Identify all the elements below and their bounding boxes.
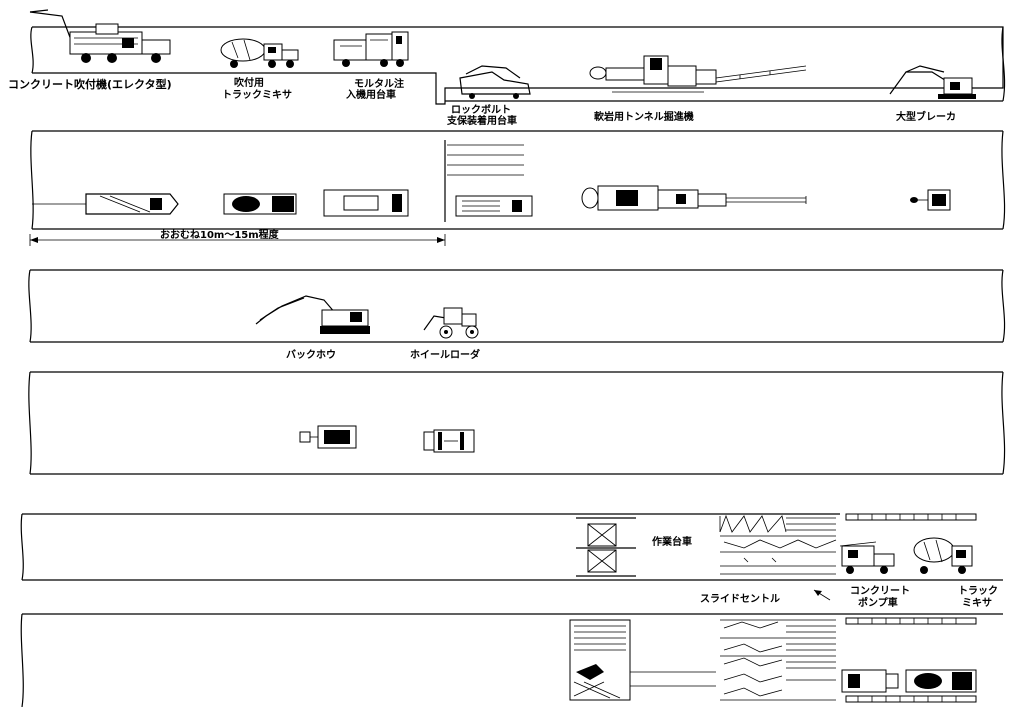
tunnel-row-1 xyxy=(30,26,1006,105)
label-wheel-loader: ホイールローダ xyxy=(410,348,480,361)
dimension-line xyxy=(29,234,446,246)
rail-track-top xyxy=(845,513,977,521)
tunnel-boring-machine-plan-icon xyxy=(581,185,807,211)
label-work-cart: 作業台車 xyxy=(652,535,692,548)
tunnel-row-3 xyxy=(28,269,1006,343)
tunnel-row-6 xyxy=(20,613,1003,707)
slide-central-icon xyxy=(719,514,837,575)
tunnel-boring-machine-icon xyxy=(589,55,807,93)
concrete-sprayer-icon xyxy=(29,9,171,63)
label-concrete-sprayer: コンクリート吹付機(エレクタ型) xyxy=(8,77,172,91)
breaker-icon xyxy=(889,65,976,99)
rockbolt-plan-icon xyxy=(444,140,533,222)
mortar-cart-icon xyxy=(333,31,409,67)
concrete-pump-truck-plan-icon xyxy=(841,669,899,693)
label-mortar-2: 入機用台車 xyxy=(346,88,396,101)
truck-mixer-icon xyxy=(220,38,299,68)
truck-mixer-plan-icon-2 xyxy=(905,669,977,693)
work-cart-plan-icon xyxy=(569,619,716,701)
label-spray-truck-1: 吹付用 xyxy=(234,76,264,89)
label-pump-2: ポンプ車 xyxy=(858,596,898,609)
truck-mixer-side-icon xyxy=(913,537,973,574)
tunnel-row-2 xyxy=(30,130,1006,230)
tunnel-row-5 xyxy=(20,513,1003,581)
wheel-loader-plan-icon xyxy=(423,429,475,453)
backhoe-icon xyxy=(255,295,370,334)
concrete-pump-truck-icon xyxy=(839,541,895,574)
rockbolt-cart-icon xyxy=(459,65,531,99)
mortar-cart-plan-icon xyxy=(323,189,409,217)
label-pump-1: コンクリート xyxy=(850,585,910,597)
truck-mixer-plan-icon xyxy=(223,193,297,215)
slide-central-plan-icon xyxy=(720,619,836,701)
pointer-arrow-icon xyxy=(813,589,831,601)
label-truck-2: ミキサ xyxy=(962,597,992,609)
label-backhoe: バックホウ xyxy=(286,349,336,361)
label-mortar-1: モルタル注 xyxy=(354,77,404,90)
rail-track-bottom xyxy=(845,617,977,703)
concrete-sprayer-plan-icon xyxy=(32,193,179,215)
breaker-plan-icon xyxy=(910,189,951,211)
label-truck-1: トラック xyxy=(958,585,998,597)
work-cart-icon xyxy=(576,517,636,577)
label-spray-truck-2: トラックミキサ xyxy=(222,89,292,101)
label-boring-machine: 軟岩用トンネル掘進機 xyxy=(594,110,694,123)
label-rockbolt-1: ロックボルト xyxy=(451,103,511,116)
label-dimension: おおむね10m～15m程度 xyxy=(160,228,280,241)
label-breaker: 大型ブレーカ xyxy=(896,110,956,123)
backhoe-plan-icon xyxy=(299,425,357,449)
label-rockbolt-2: 支保装着用台車 xyxy=(446,114,517,127)
label-slide-central: スライドセントル xyxy=(700,593,780,605)
wheel-loader-icon xyxy=(423,307,479,339)
tunnel-row-4 xyxy=(28,371,1006,475)
